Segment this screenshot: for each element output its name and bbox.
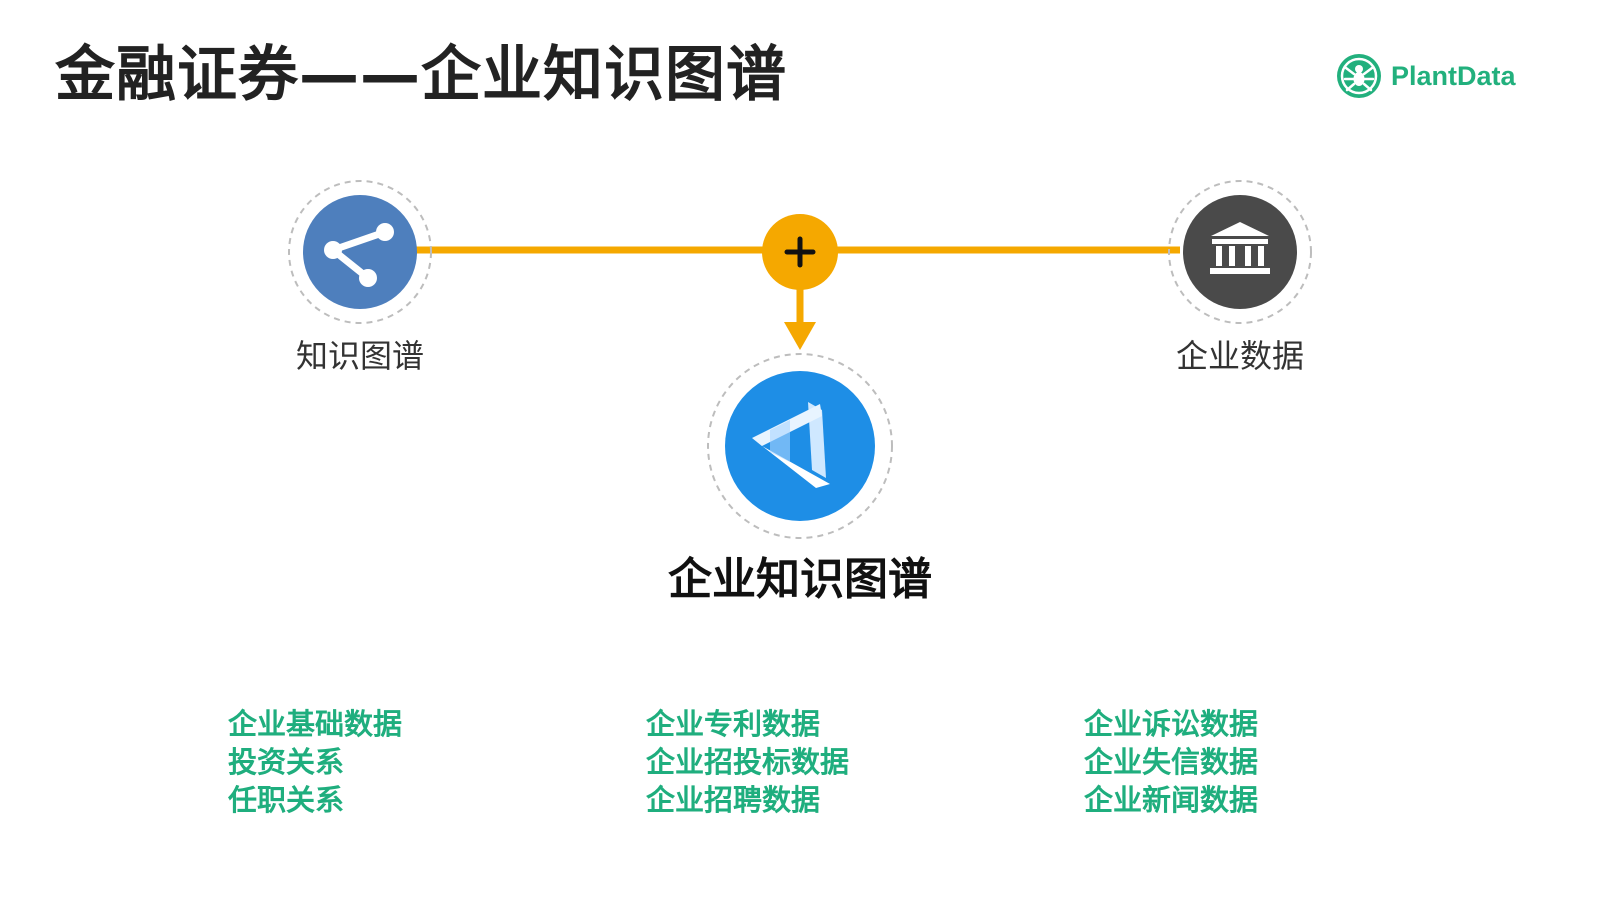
data-source-item: 企业基础数据 [228,707,403,741]
data-source-column-2: 企业专利数据 企业招投标数据 企业招聘数据 [646,705,849,819]
data-source-item: 企业失信数据 [1084,745,1259,779]
connector-arrow-head [784,322,816,350]
result-node-ring [707,353,893,539]
left-node-label: 知识图谱 [295,337,424,375]
page-title: 金融证券——企业知识图谱 [55,40,787,110]
right-node-label: 企业数据 [1175,337,1304,375]
right-node [1168,180,1312,324]
data-source-item: 企业专利数据 [646,707,821,741]
data-source-item: 投资关系 [228,745,345,779]
plus-icon [784,236,816,268]
data-source-item: 任职关系 [228,783,345,817]
right-node-ring [1168,180,1312,324]
data-source-item: 企业诉讼数据 [1084,707,1259,741]
left-node-ring [288,180,432,324]
left-node [288,180,432,324]
data-source-column-1: 企业基础数据 投资关系 任职关系 [228,705,402,819]
right-node-circle [1183,195,1297,309]
data-source-item: 企业新闻数据 [1084,783,1259,817]
bank-icon [1210,222,1270,274]
result-node-label: 企业知识图谱 [668,554,932,605]
left-node-circle [303,195,417,309]
data-source-item: 企业招投标数据 [646,745,850,779]
triangle-knot-icon [752,402,830,488]
merge-node [762,214,838,290]
result-node-circle [725,371,875,521]
data-source-item: 企业招聘数据 [646,783,821,817]
brand-logo: PlantData [1335,52,1516,100]
share-icon [324,223,394,287]
data-source-column-3: 企业诉讼数据 企业失信数据 企业新闻数据 [1084,705,1258,819]
spider-logo-icon [1337,54,1381,98]
result-node [707,353,893,539]
brand-name: PlantData [1391,60,1516,91]
